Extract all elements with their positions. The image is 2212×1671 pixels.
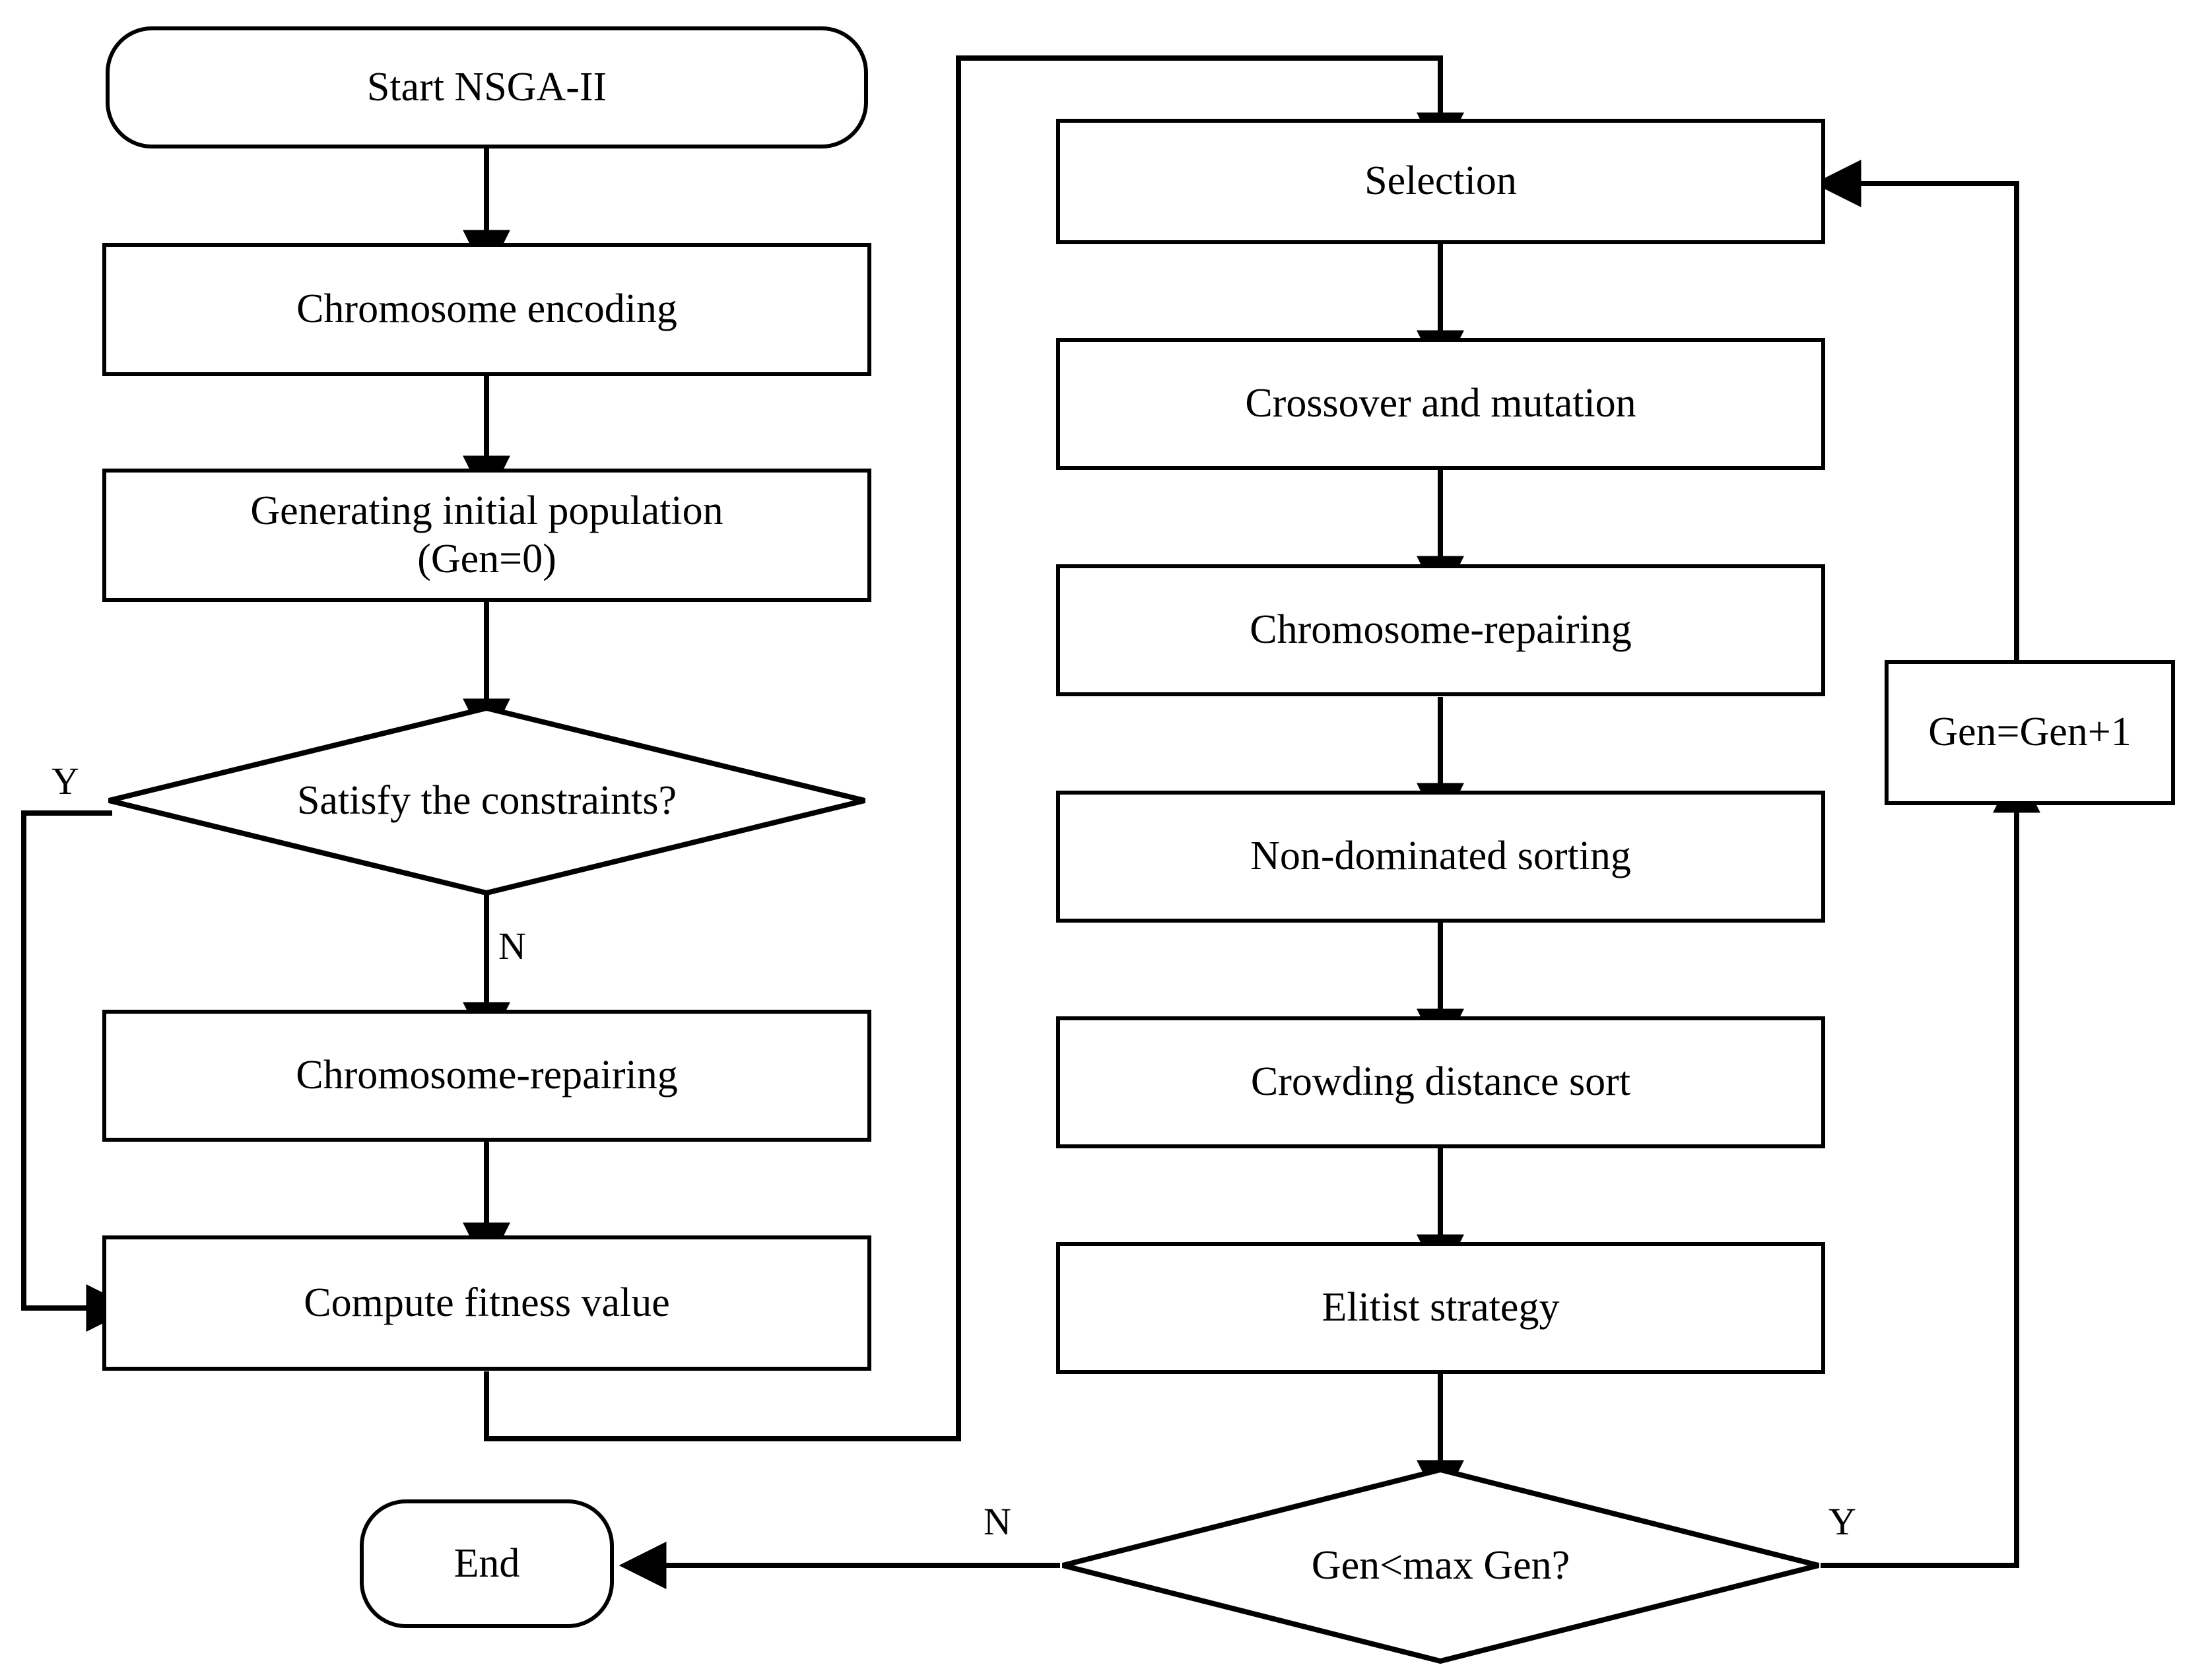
node-start-label: Start NSGA-II: [366, 64, 607, 110]
node-crowding-distance: Crowding distance sort: [1056, 1016, 1825, 1148]
node-start: Start NSGA-II: [106, 26, 868, 148]
node-chromosome-repairing-right-label: Chromosome-repairing: [1250, 607, 1632, 653]
node-compute-fitness-label: Compute fitness value: [304, 1280, 670, 1325]
node-crowding-distance-label: Crowding distance sort: [1250, 1059, 1631, 1105]
node-elitist-strategy: Elitist strategy: [1056, 1242, 1825, 1374]
node-end: End: [360, 1499, 614, 1628]
node-chromosome-encoding: Chromosome encoding: [102, 243, 871, 376]
node-crossover-mutation-label: Crossover and mutation: [1245, 381, 1636, 426]
node-non-dominated-sorting-label: Non-dominated sorting: [1250, 834, 1631, 879]
node-selection-label: Selection: [1364, 158, 1517, 204]
node-crossover-mutation: Crossover and mutation: [1056, 338, 1825, 470]
node-non-dominated-sorting: Non-dominated sorting: [1056, 791, 1825, 923]
node-gen-increment-label: Gen=Gen+1: [1928, 709, 2131, 755]
node-end-label: End: [453, 1540, 520, 1586]
edge-label-satisfy-no: N: [498, 925, 526, 967]
node-initial-population: Generating initial population (Gen=0): [102, 469, 871, 602]
node-compute-fitness: Compute fitness value: [102, 1235, 871, 1371]
node-chromosome-encoding-label: Chromosome encoding: [296, 286, 677, 332]
edge-label-gen-check-yes: Y: [1828, 1500, 1856, 1543]
node-chromosome-repairing-left-label: Chromosome-repairing: [296, 1053, 678, 1098]
node-chromosome-repairing-right: Chromosome-repairing: [1056, 564, 1825, 696]
node-gen-check: Gen<max Gen?: [1059, 1466, 1822, 1664]
node-initial-population-label: Generating initial population (Gen=0): [250, 488, 723, 581]
node-elitist-strategy-label: Elitist strategy: [1322, 1285, 1560, 1330]
node-gen-increment: Gen=Gen+1: [1885, 660, 2175, 805]
node-chromosome-repairing-left: Chromosome-repairing: [102, 1010, 871, 1142]
node-selection: Selection: [1056, 119, 1825, 244]
node-satisfy-constraints-label: Satisfy the constraints?: [296, 777, 677, 823]
edge-label-gen-check-no: N: [984, 1500, 1011, 1543]
node-gen-check-label: Gen<max Gen?: [1311, 1542, 1570, 1588]
edge-label-satisfy-yes: Y: [51, 760, 79, 803]
node-satisfy-constraints: Satisfy the constraints?: [106, 705, 868, 896]
